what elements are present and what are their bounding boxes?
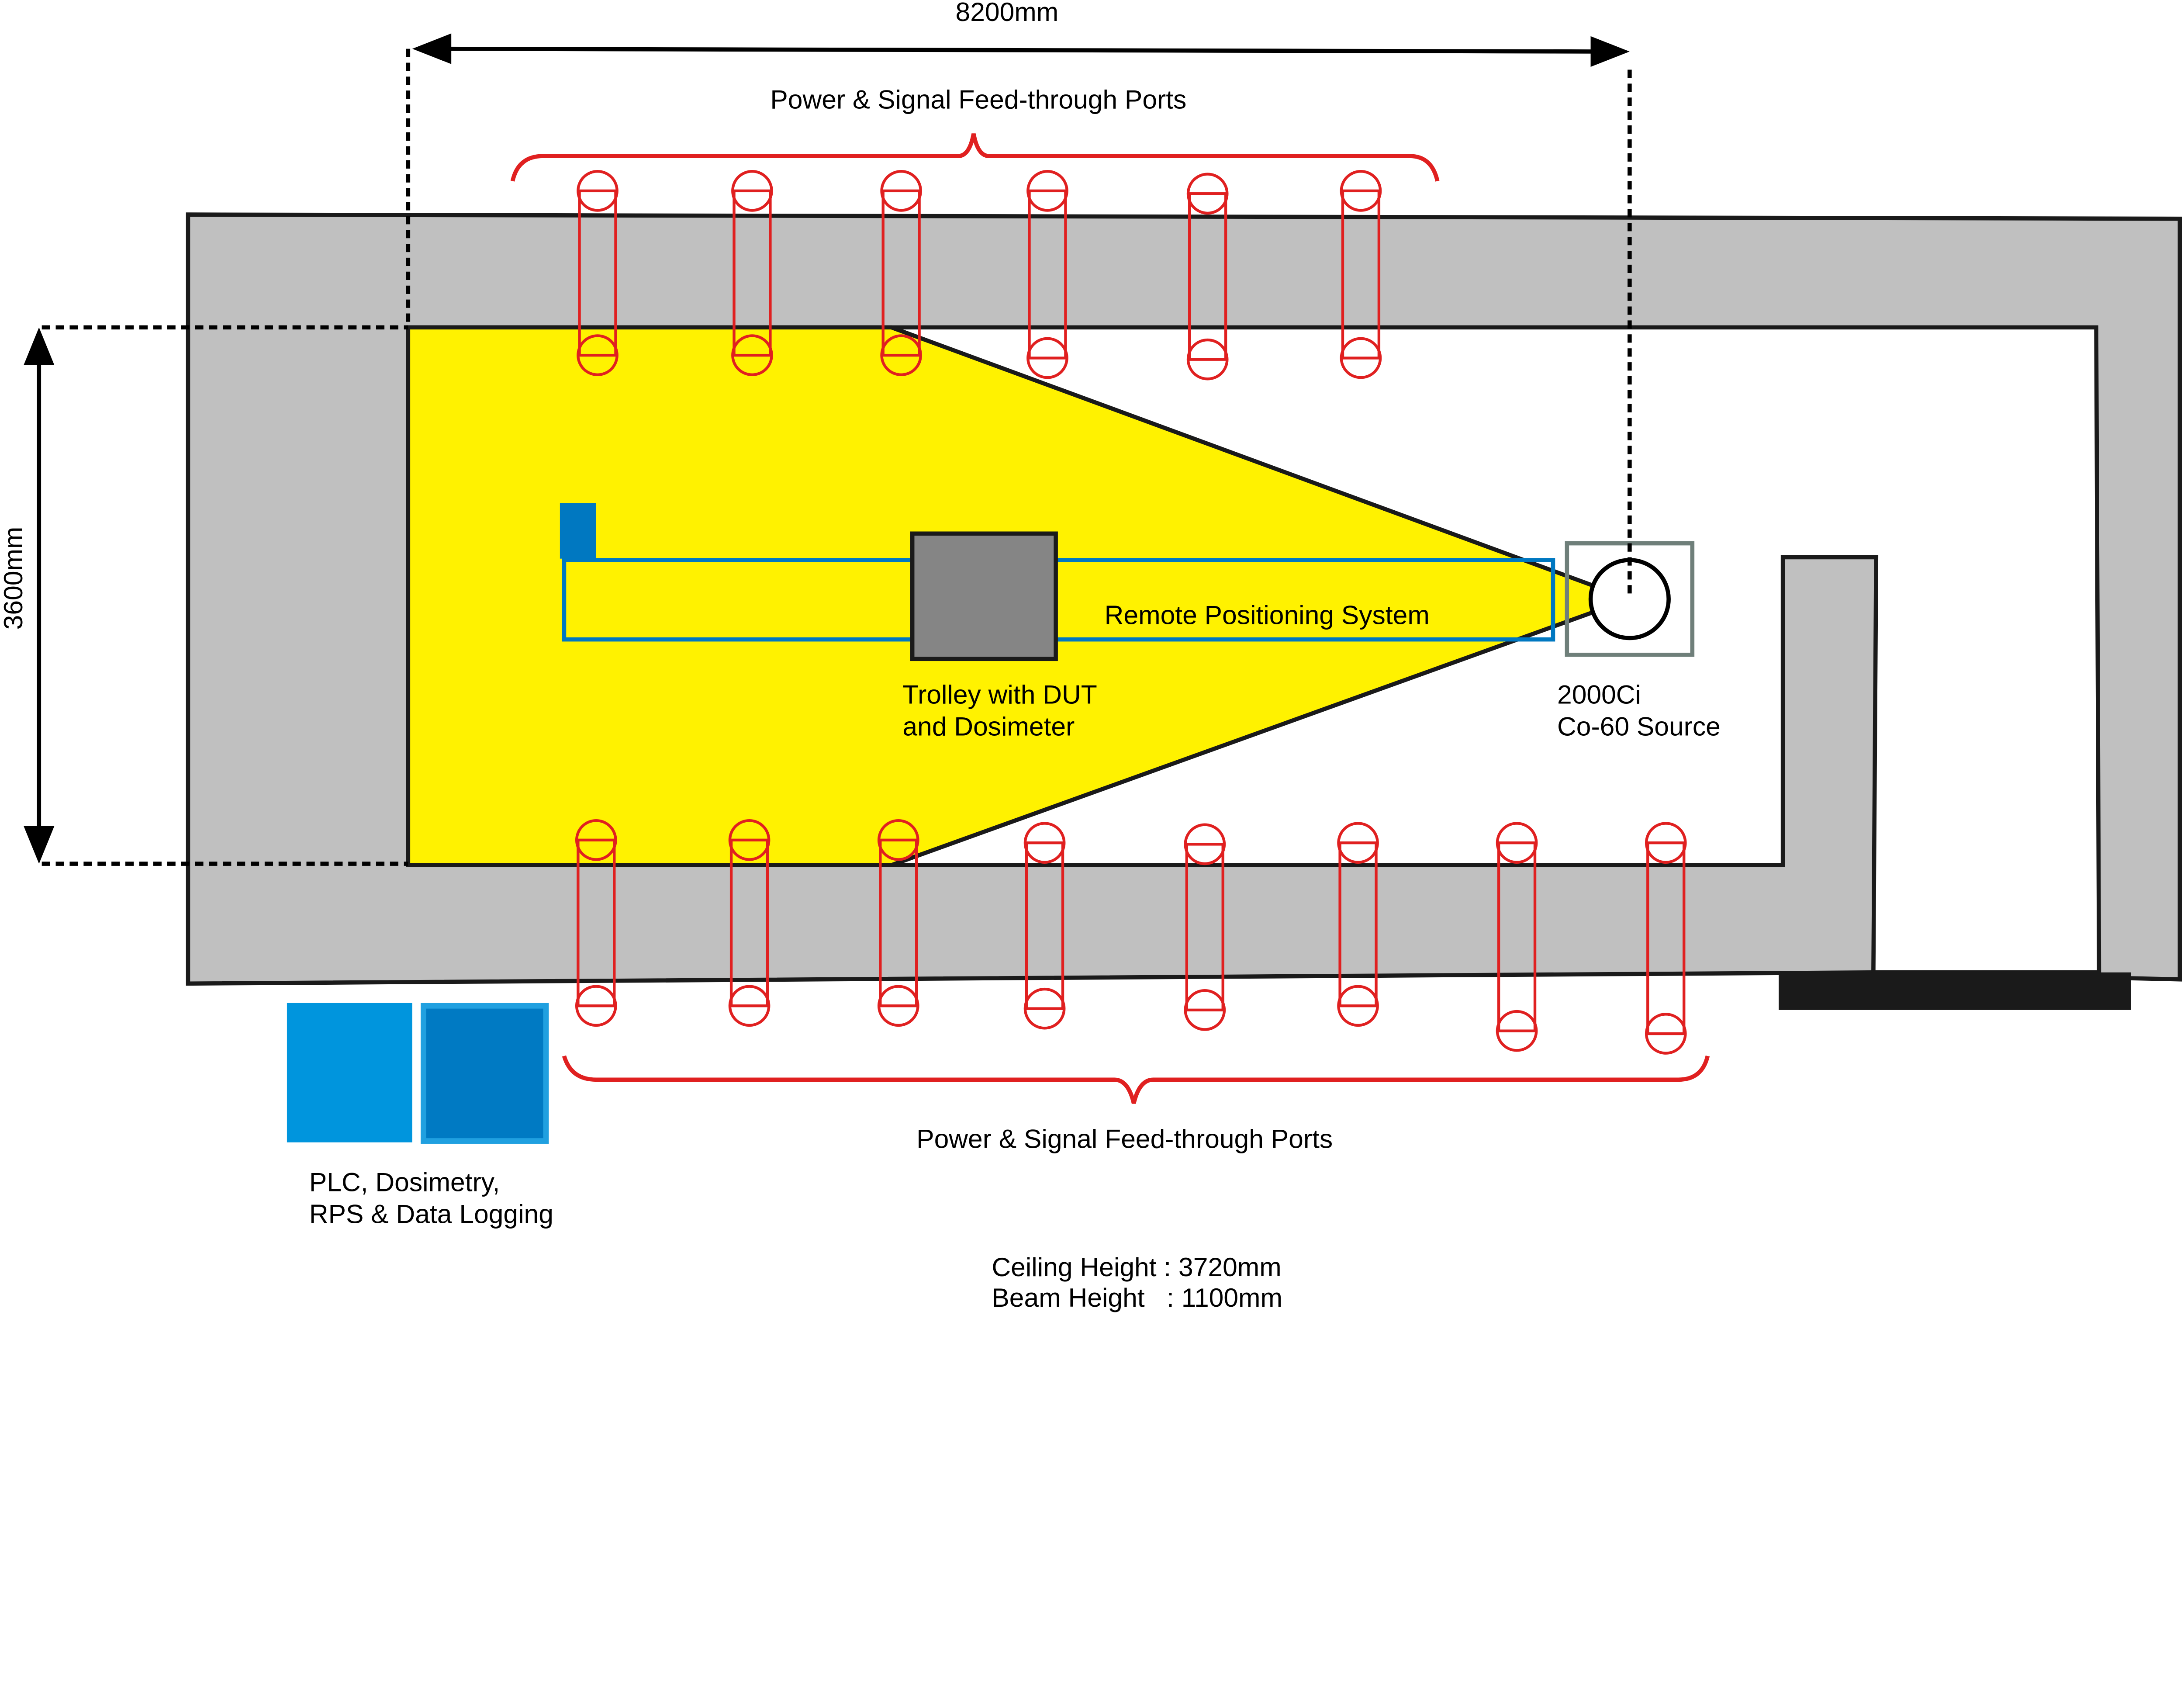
port-duct [1185, 843, 1224, 1012]
port-duct [1025, 841, 1064, 1010]
port-opening [1340, 170, 1382, 212]
port-duct [1646, 841, 1686, 1035]
arrowhead-down [24, 826, 55, 864]
source-label-2: Co-60 Source [1557, 712, 1721, 741]
port-opening [880, 334, 922, 376]
arrowhead-right [1590, 36, 1630, 67]
port-opening [1340, 337, 1382, 379]
port-opening [1026, 170, 1068, 212]
port-opening [728, 819, 771, 861]
port-opening [731, 170, 773, 212]
trolley-label-1: Trolley with DUT [902, 679, 1097, 709]
port-opening [880, 170, 922, 212]
ceiling-height: Ceiling Height : 3720mm [992, 1252, 1281, 1282]
floor-plan: Remote Positioning System Trolley with D… [0, 0, 2182, 1312]
top-ports-brace [510, 133, 1440, 182]
port-opening [877, 819, 919, 861]
port-opening [1337, 822, 1379, 864]
port-duct [1338, 841, 1378, 1007]
irradiation-facility-diagram: Remote Positioning System Trolley with D… [0, 0, 2182, 1312]
port-opening [575, 985, 617, 1027]
height-label: 3600mm [0, 527, 28, 630]
trolley-label-2: and Dosimeter [902, 712, 1075, 741]
beam-height: Beam Height : 1100mm [992, 1283, 1282, 1312]
door-block [1779, 972, 2131, 1010]
port-opening [728, 985, 771, 1027]
port-opening [1496, 822, 1538, 864]
arrowhead-up [24, 327, 55, 365]
top-ports-label: Power & Signal Feed-through Ports [770, 85, 1186, 114]
port-opening [1184, 989, 1226, 1031]
bottom-ports-brace [562, 1055, 1710, 1104]
port-opening [577, 334, 619, 376]
port-duct [879, 838, 918, 1007]
port-opening [1186, 338, 1229, 381]
rps-end-stop [560, 503, 596, 559]
port-duct [881, 189, 921, 357]
port-duct [1188, 192, 1227, 361]
port-duct [1341, 189, 1381, 360]
port-duct [1497, 841, 1537, 1032]
port-opening [1186, 173, 1229, 215]
source-label-1: 2000Ci [1557, 679, 1641, 709]
feed-through-ports [575, 170, 1687, 1055]
trolley [910, 531, 1058, 661]
control-label-1: PLC, Dosimetry, [309, 1167, 500, 1197]
port-opening [577, 170, 619, 212]
port-opening [1645, 822, 1687, 864]
port-opening [877, 985, 919, 1027]
rps-rail [562, 558, 1555, 642]
width-label: 8200mm [956, 0, 1059, 27]
port-opening [1337, 985, 1379, 1027]
port-opening [1184, 823, 1226, 865]
port-opening [1645, 1013, 1687, 1055]
port-duct [1028, 189, 1067, 360]
port-duct [578, 189, 617, 357]
control-label-2: RPS & Data Logging [309, 1199, 553, 1229]
control-cabinet-1 [287, 1003, 412, 1142]
port-opening [1023, 822, 1066, 864]
port-duct [733, 189, 772, 357]
arrowhead-left [412, 33, 452, 64]
port-opening [575, 819, 617, 861]
port-opening [1026, 337, 1068, 379]
port-opening [1496, 1010, 1538, 1052]
control-cabinet-2 [421, 1003, 549, 1144]
port-duct [729, 838, 769, 1007]
rps-label: Remote Positioning System [1105, 600, 1430, 630]
width-dimension [432, 46, 1602, 54]
port-duct [577, 838, 616, 1007]
port-opening [731, 334, 773, 376]
port-opening [1023, 987, 1066, 1030]
bottom-ports-label: Power & Signal Feed-through Ports [916, 1124, 1333, 1154]
